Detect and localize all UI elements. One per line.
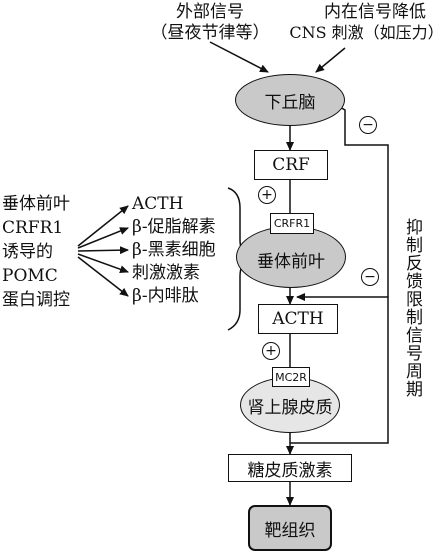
feedback-to-pituitary-arrow bbox=[290, 293, 389, 444]
fan-arrow-lipotropin bbox=[77, 227, 129, 249]
hypothalamus-node: 下丘脑 bbox=[235, 74, 345, 126]
adrenal-cortex-label: 肾上腺皮质 bbox=[247, 397, 333, 418]
external-signal-label: 外部信号 bbox=[176, 2, 244, 22]
fan-arrow-msh bbox=[77, 246, 129, 255]
target-tissue-label: 靶组织 bbox=[264, 520, 316, 541]
fan-arrow-msh2 bbox=[77, 253, 129, 274]
product-msh: β-黑素细胞 bbox=[132, 240, 216, 260]
mc2r-box: MC2R bbox=[272, 367, 310, 387]
left-label-line-2: CRFR1 bbox=[2, 218, 64, 238]
internal-signal-label: 内在信号降低 bbox=[324, 2, 426, 22]
product-msh-continued: 刺激激素 bbox=[132, 263, 200, 283]
pituitary-label: 垂体前叶 bbox=[257, 251, 325, 272]
product-lipotropin: β-促脂解素 bbox=[132, 217, 216, 237]
pituitary-node: 垂体前叶 bbox=[236, 226, 346, 288]
external-signal-example: （昼夜节律等） bbox=[150, 23, 270, 43]
feedback-label: 抑制反馈限制信号周期 bbox=[402, 218, 422, 398]
product-endorphin: β-内啡肽 bbox=[132, 286, 199, 306]
hypothalamus-label: 下丘脑 bbox=[264, 92, 316, 113]
mc2r-label: MC2R bbox=[275, 370, 307, 384]
inhibition-sign-pituitary: − bbox=[361, 268, 379, 286]
glucocorticoid-label: 糖皮质激素 bbox=[247, 460, 333, 481]
product-acth: ACTH bbox=[132, 194, 184, 214]
internal-signal-example: CNS 刺激（如压力） bbox=[289, 23, 444, 42]
glucocorticoid-box: 糖皮质激素 bbox=[228, 454, 352, 482]
acth-label: ACTH bbox=[272, 309, 324, 329]
crfr1-box: CRFR1 bbox=[270, 213, 314, 234]
fan-arrow-acth bbox=[77, 205, 129, 247]
crfr1-label: CRFR1 bbox=[273, 217, 311, 230]
stimulation-sign-crf: + bbox=[258, 186, 276, 204]
left-label-line-1: 垂体前叶 bbox=[2, 194, 70, 214]
crf-label: CRF bbox=[272, 155, 310, 175]
target-tissue-box: 靶组织 bbox=[248, 505, 332, 551]
inhibition-sign-hypothalamus: − bbox=[359, 116, 377, 134]
left-label-line-3: 诱导的 bbox=[2, 242, 53, 262]
external-input-arrow bbox=[209, 41, 269, 73]
left-label-line-4: POMC bbox=[2, 266, 58, 286]
fan-arrow-endorphin bbox=[77, 256, 129, 297]
acth-box: ACTH bbox=[258, 304, 338, 334]
crf-box: CRF bbox=[254, 150, 328, 180]
left-label-line-5: 蛋白调控 bbox=[2, 290, 70, 310]
stimulation-sign-acth: + bbox=[262, 342, 280, 360]
internal-input-arrow bbox=[315, 47, 346, 73]
